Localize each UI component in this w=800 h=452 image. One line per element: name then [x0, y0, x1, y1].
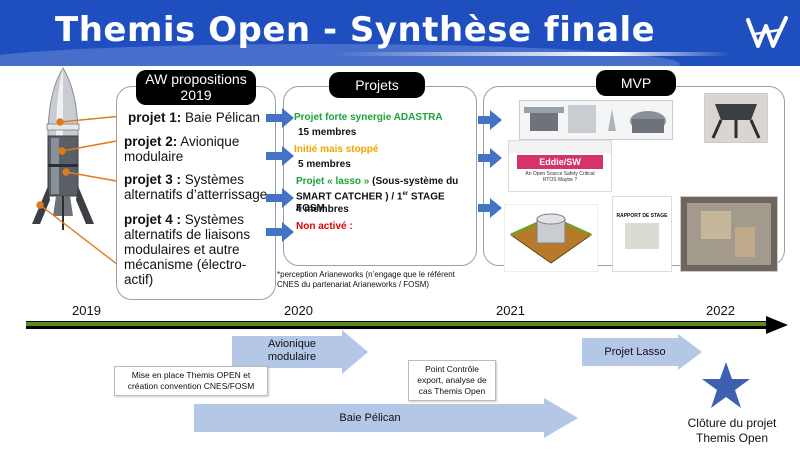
mvp-header-label: MVP [620, 75, 652, 91]
arrow-right-icon [266, 108, 294, 128]
eddie-logos-row [509, 141, 611, 153]
arrow-right-icon [478, 148, 502, 168]
projet-lasso-name: Projet « lasso » [296, 176, 370, 187]
footnote: *perception Arianeworks (n’engage que le… [277, 270, 455, 289]
note-point-controle: Point Contrôle export, analyse de cas Th… [408, 360, 496, 401]
arrow-right-icon [266, 146, 294, 166]
title-banner: Themis Open - Synthèse finale [0, 0, 800, 84]
arianeworks-logo-icon [746, 16, 788, 48]
year-2019: 2019 [72, 303, 101, 318]
lasso-structure-icon [505, 205, 597, 271]
projet-avionique-status: Initié mais stoppé [294, 144, 379, 155]
rocket-illustration [32, 67, 94, 230]
proposition-1: projet 1: Baie Pélican [128, 110, 268, 125]
projets-header-label: Projets [355, 77, 399, 93]
proposition-1-num: projet 1: [128, 110, 182, 125]
year-2021: 2021 [496, 303, 525, 318]
proposition-1-text: Baie Pélican [181, 110, 261, 125]
projet-lasso-members: 4 membres [296, 204, 349, 215]
proposition-4: projet 4 : Systèmes alternatifs de liais… [124, 212, 270, 287]
baie-arrow-label: Baie Pélican [339, 412, 401, 424]
projet-lasso-title: Projet « lasso » (Sous-système du SMART … [296, 176, 471, 215]
year-2022: 2022 [706, 303, 735, 318]
timeline-arrow [26, 316, 788, 334]
note-mise-en-place: Mise en place Themis OPEN et création co… [114, 366, 268, 396]
baie-arrow-shape [194, 398, 578, 438]
proposition-3: projet 3 : Systèmes alternatifs d’atterr… [124, 172, 272, 202]
mvp-eddie-sw-image: Eddie/SW An Open Source Safety Critical … [508, 140, 612, 192]
landing-mechanism-icon [705, 94, 767, 142]
prototype-photo-icon [681, 197, 777, 271]
rapport-figure [625, 223, 659, 249]
mvp-header: MVP [596, 70, 676, 96]
aw-header-line2: 2019 [180, 87, 212, 103]
projet-lasso-sup: er [402, 191, 409, 197]
arrows-propositions-to-projets [266, 108, 294, 242]
projet-avionique-members: 5 membres [298, 159, 351, 170]
avionique-arrow-shape [232, 330, 368, 374]
lasso-arrow-label: Projet Lasso [604, 346, 666, 358]
projet-lasso-desc2: STAGE FOSM [296, 191, 445, 215]
projet-non-active: Non activé : [296, 221, 353, 232]
proposition-4-text: Systèmes alternatifs de liaisons modulai… [124, 212, 251, 287]
proposition-2: projet 2: Avionique modulaire [124, 134, 270, 164]
mvp-landing-leg-photo [704, 93, 768, 143]
projet-lasso-desc: (Sous-système du SMART CATCHER ) / 1 [296, 176, 459, 203]
mvp-lasso-prototype-photo [680, 196, 778, 272]
avionique-arrow-label: Avionique modulaire [267, 338, 317, 363]
arrow-right-icon [478, 198, 502, 218]
arrow-right-icon [266, 188, 294, 208]
aw-propositions-header: AW propositions 2019 [136, 70, 256, 105]
cad-parts-icon [520, 101, 672, 139]
proposition-4-num: projet 4 : [124, 212, 182, 227]
mvp-cad-render-image [519, 100, 673, 140]
aw-header-line1: AW propositions [145, 71, 247, 87]
arrows-projets-to-mvp [478, 110, 502, 218]
arrow-right-icon [266, 222, 294, 242]
proposition-3-num: projet 3 : [124, 172, 182, 187]
eddie-label: Eddie/SW [517, 155, 603, 169]
mvp-rapport-de-stage-image: RAPPORT DE STAGE [612, 196, 672, 272]
page-title: Themis Open - Synthèse finale [55, 10, 656, 50]
rapport-title: RAPPORT DE STAGE [616, 213, 668, 219]
mvp-lasso-cad-image [504, 204, 598, 272]
projet-adastra-title: Projet forte synergie ADASTRA [294, 112, 443, 123]
arrow-right-icon [478, 110, 502, 130]
projet-adastra-members: 15 membres [298, 127, 357, 138]
proposition-3-text: Systèmes alternatifs d’atterrissage [124, 172, 268, 202]
closure-label: Clôture du projet Themis Open [687, 416, 777, 445]
proposition-2-num: projet 2: [124, 134, 178, 149]
eddie-paper-title: An Open Source Safety Critical RTOS Mayb… [525, 171, 595, 183]
banner-glow-line [330, 52, 730, 56]
aw-propositions-panel [116, 86, 276, 300]
projets-panel [283, 86, 477, 266]
projets-header: Projets [329, 72, 425, 98]
closure-star-icon [702, 362, 750, 408]
proposition-2-text: Avionique modulaire [124, 134, 240, 164]
year-2020: 2020 [284, 303, 313, 318]
lasso-arrow-shape [582, 334, 702, 370]
